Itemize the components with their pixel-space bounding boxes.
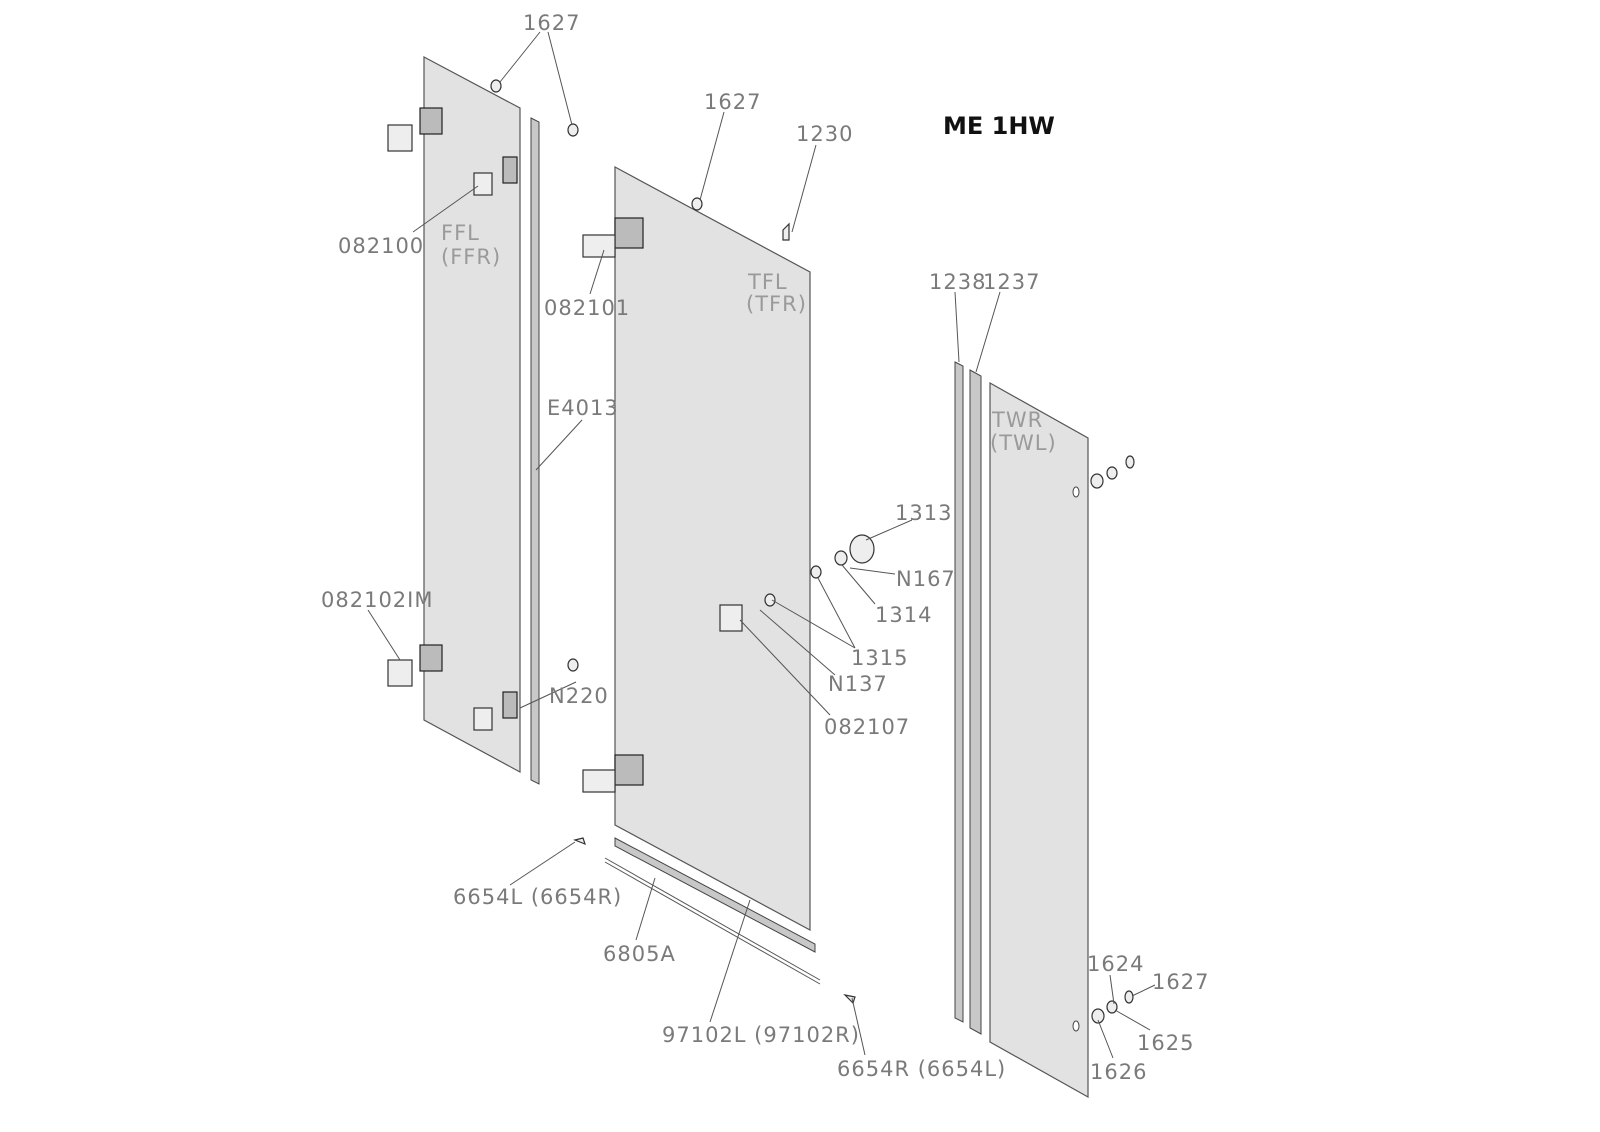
bottom-rails <box>604 837 821 985</box>
part-label: 082102IM <box>321 588 433 612</box>
part-label: 1314 <box>875 603 932 627</box>
part-label: 1313 <box>895 501 952 525</box>
part-label: E4013 <box>547 396 619 420</box>
panel-label-fixed-2: (FFR) <box>441 245 501 269</box>
part-label: 97102L (97102R) <box>662 1023 860 1047</box>
panel-label-door-2: (TFR) <box>746 292 807 316</box>
part-label: 1625 <box>1137 1031 1194 1055</box>
part-label: 082100 <box>338 234 424 258</box>
part-label: 6654L (6654R) <box>453 885 622 909</box>
hinges <box>387 107 790 793</box>
panel-label-wall-1: TWR <box>991 408 1043 432</box>
part-label: 6654R (6654L) <box>837 1057 1006 1081</box>
diagram-title: ME 1HW <box>943 112 1055 140</box>
part-label: 082107 <box>824 715 910 739</box>
part-label: 082101 <box>544 296 630 320</box>
part-label: 1230 <box>796 122 853 146</box>
part-label: N220 <box>549 684 609 708</box>
panel-label-fixed-1: FFL <box>441 221 480 245</box>
door-glass-panel <box>614 165 811 932</box>
part-label: 1315 <box>851 646 908 670</box>
part-label: N167 <box>896 567 956 591</box>
handle-parts <box>490 79 1135 1024</box>
leader-lines <box>367 31 1156 1059</box>
part-label: 1627 <box>704 90 761 114</box>
part-label: 1238 <box>929 270 986 294</box>
part-label: 1624 <box>1087 952 1144 976</box>
part-label: 1626 <box>1090 1060 1147 1084</box>
fixed-glass-panel <box>423 56 540 785</box>
part-label: 1237 <box>983 270 1040 294</box>
part-label: 1627 <box>523 11 580 35</box>
part-label: N137 <box>828 672 888 696</box>
part-label: 6805A <box>603 942 676 966</box>
panel-label-wall-2: (TWL) <box>990 431 1057 455</box>
part-label: 1627 <box>1152 970 1209 994</box>
wall-glass-panel <box>954 361 1089 1099</box>
panel-label-door-1: TFL <box>747 270 788 294</box>
